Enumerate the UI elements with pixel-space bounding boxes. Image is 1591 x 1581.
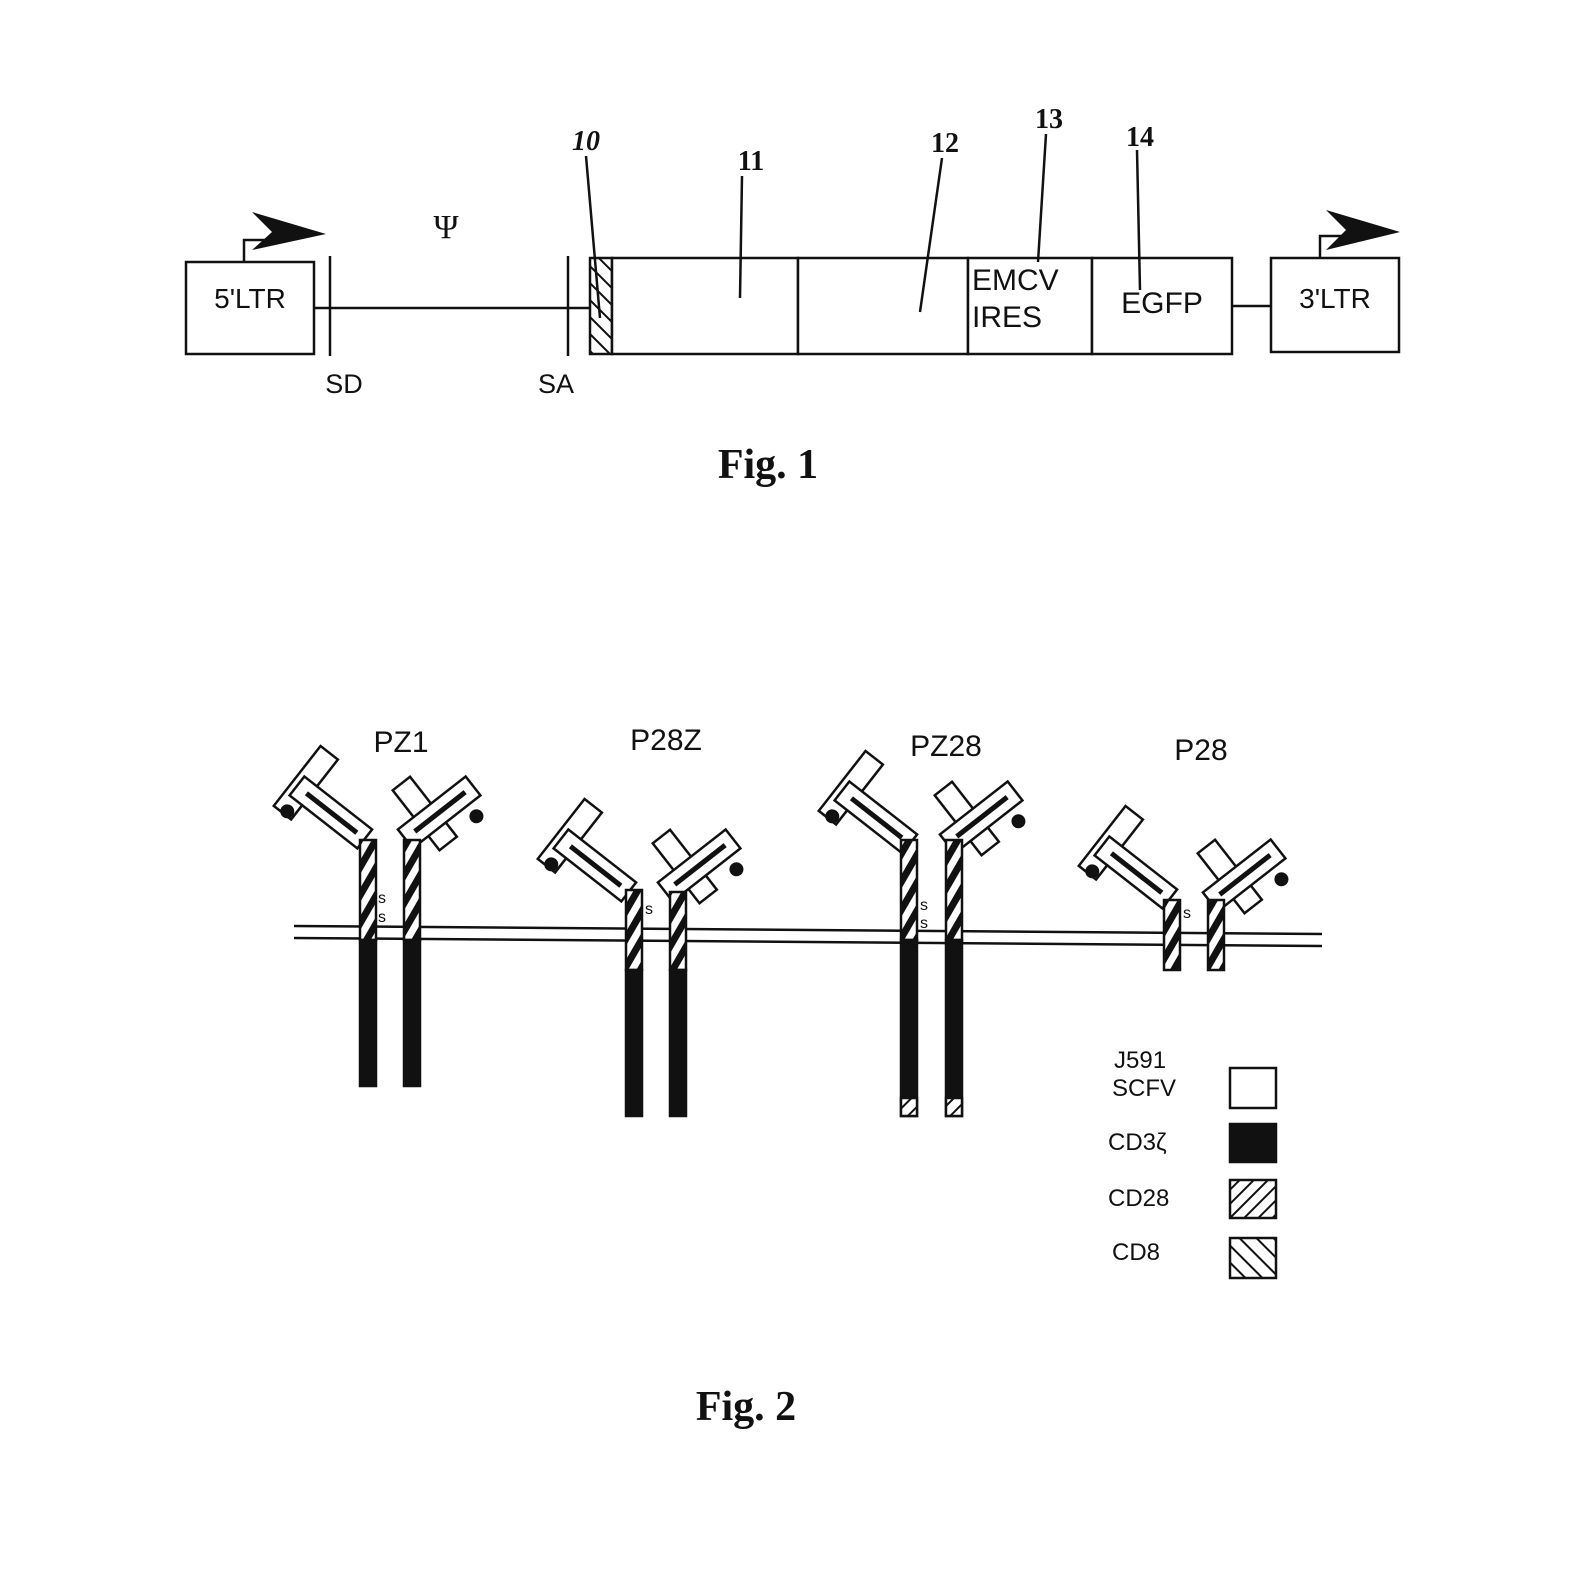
scfv-binding-site-icon bbox=[280, 804, 295, 819]
stalk-hinge-tm-pz1-left bbox=[358, 838, 378, 942]
construct-label-p28: P28 bbox=[1174, 734, 1227, 767]
scfv-linker bbox=[1218, 853, 1272, 897]
egfp-box bbox=[1090, 256, 1234, 356]
scfv-binding-site-icon bbox=[825, 809, 840, 824]
scfv-linker bbox=[955, 795, 1009, 839]
disulfide-label-pz1b: s bbox=[378, 909, 386, 926]
legend-label-scfv: SCFV bbox=[1112, 1075, 1176, 1102]
callout-10-leader bbox=[584, 155, 602, 319]
disulfide-label-pz28: s bbox=[920, 897, 928, 914]
ires-label: IRES bbox=[972, 301, 1042, 334]
callout-13-leader bbox=[1036, 133, 1048, 263]
egfp-label: EGFP bbox=[1121, 287, 1203, 320]
scfv-linker bbox=[673, 843, 727, 887]
stalk-hinge-tm-p28z-left bbox=[624, 888, 644, 972]
callout-14: 14 bbox=[1126, 122, 1154, 153]
scfv-linker bbox=[413, 790, 467, 834]
ltr5-box bbox=[184, 260, 316, 356]
psi-label: Ψ bbox=[433, 209, 458, 246]
construct-label-pz28: PZ28 bbox=[910, 730, 982, 763]
scfv-binding-site-icon bbox=[1274, 872, 1289, 887]
scfv-binding-site-icon bbox=[729, 862, 744, 877]
emcv-label: EMCV bbox=[972, 264, 1059, 297]
callout-14-leader bbox=[1135, 149, 1142, 291]
stalk-cd28-cap-pz28-left bbox=[899, 1096, 919, 1118]
membrane-inner-line bbox=[293, 936, 1323, 948]
scfv-head-pz1-left bbox=[272, 744, 374, 851]
scfv-binding-site-icon bbox=[1085, 864, 1100, 879]
figure-2-caption: Fig. 2 bbox=[696, 1384, 796, 1430]
legend-label-cd8: CD8 bbox=[1112, 1239, 1160, 1266]
element-11-box bbox=[610, 256, 800, 356]
figure-1-caption: Fig. 1 bbox=[718, 442, 818, 488]
sa-label: SA bbox=[538, 369, 574, 399]
stalk-cd28-cap-pz28-right bbox=[944, 1096, 964, 1118]
sd-label: SD bbox=[325, 369, 363, 399]
stalk-tail-p28z-right bbox=[668, 968, 688, 1118]
stalk-tail-pz1-right bbox=[402, 938, 422, 1088]
scfv-linker bbox=[568, 844, 623, 888]
legend-swatch-cd8 bbox=[1228, 1236, 1278, 1280]
callout-11: 11 bbox=[738, 146, 764, 177]
stalk-hinge-tm-pz28-right bbox=[944, 838, 964, 942]
promoter-arrowhead-5prime-icon bbox=[252, 212, 326, 250]
promoter-arrow-3prime-icon bbox=[1318, 234, 1344, 258]
callout-12-leader bbox=[918, 157, 944, 313]
scfv-binding-site-icon bbox=[544, 857, 559, 872]
scfv-head-pz28-left bbox=[817, 749, 919, 856]
callout-12: 12 bbox=[931, 128, 959, 159]
scfv-head-pz1-right bbox=[390, 774, 484, 852]
scfv-linker bbox=[304, 791, 359, 835]
stalk-hinge-tm-p28-left bbox=[1162, 898, 1182, 972]
scfv-linker bbox=[1109, 851, 1164, 895]
scfv-head-pz28-right bbox=[932, 779, 1026, 857]
ltr3-label: 3'LTR bbox=[1299, 283, 1371, 314]
disulfide-label-p28: s bbox=[1183, 905, 1191, 922]
ltr3-box bbox=[1269, 256, 1401, 354]
element-12-box bbox=[796, 256, 970, 356]
disulfide-label-pz1: s bbox=[378, 890, 386, 907]
stalk-tail-pz1-left bbox=[358, 938, 378, 1088]
stalk-tail-p28z-left bbox=[624, 968, 644, 1118]
legend-swatch-cd28 bbox=[1228, 1178, 1278, 1220]
ltr5-label: 5'LTR bbox=[214, 283, 286, 314]
scfv-binding-site-icon bbox=[1011, 814, 1026, 829]
stalk-hinge-tm-pz1-right bbox=[402, 838, 422, 942]
stalk-tail-pz28-right bbox=[944, 938, 964, 1118]
promoter-arrowhead-3prime-icon bbox=[1326, 210, 1400, 250]
promoter-arrow-5prime-icon bbox=[242, 238, 270, 262]
legend-swatch-cd3z bbox=[1228, 1122, 1278, 1164]
legend-label-j591: J591 bbox=[1114, 1047, 1166, 1074]
membrane-outer-line bbox=[293, 924, 1323, 936]
scfv-binding-site-icon bbox=[469, 809, 484, 824]
disulfide-label-pz28b: s bbox=[920, 915, 928, 932]
callout-10: 10 bbox=[572, 126, 600, 157]
stalk-tail-pz28-left bbox=[899, 938, 919, 1118]
construct-label-p28z: P28Z bbox=[630, 724, 702, 757]
stalk-hinge-tm-pz28-left bbox=[899, 838, 919, 942]
disulfide-label-p28z: s bbox=[645, 901, 653, 918]
element-10-box bbox=[588, 256, 614, 356]
legend-swatch-scfv bbox=[1228, 1066, 1278, 1110]
stalk-hinge-tm-p28z-right bbox=[668, 890, 688, 972]
emcv-ires-box bbox=[966, 256, 1094, 356]
construct-label-pz1: PZ1 bbox=[373, 726, 428, 759]
stalk-hinge-tm-p28-right bbox=[1206, 898, 1226, 972]
legend: J591 SCFV CD3ζ CD28 CD8 bbox=[1108, 1047, 1278, 1280]
scfv-head-p28-left bbox=[1077, 804, 1179, 911]
callout-13: 13 bbox=[1035, 104, 1063, 135]
legend-label-cd3z: CD3ζ bbox=[1108, 1129, 1167, 1156]
legend-label-cd28: CD28 bbox=[1108, 1185, 1169, 1212]
scfv-head-p28z-right bbox=[650, 827, 744, 905]
scfv-linker bbox=[849, 796, 904, 840]
scfv-head-p28-right bbox=[1195, 837, 1289, 915]
callout-11-leader bbox=[738, 175, 744, 299]
figure-1: 5'LTR SD SA Ψ EMCV IRES EGFP 3'LTR bbox=[184, 104, 1401, 488]
